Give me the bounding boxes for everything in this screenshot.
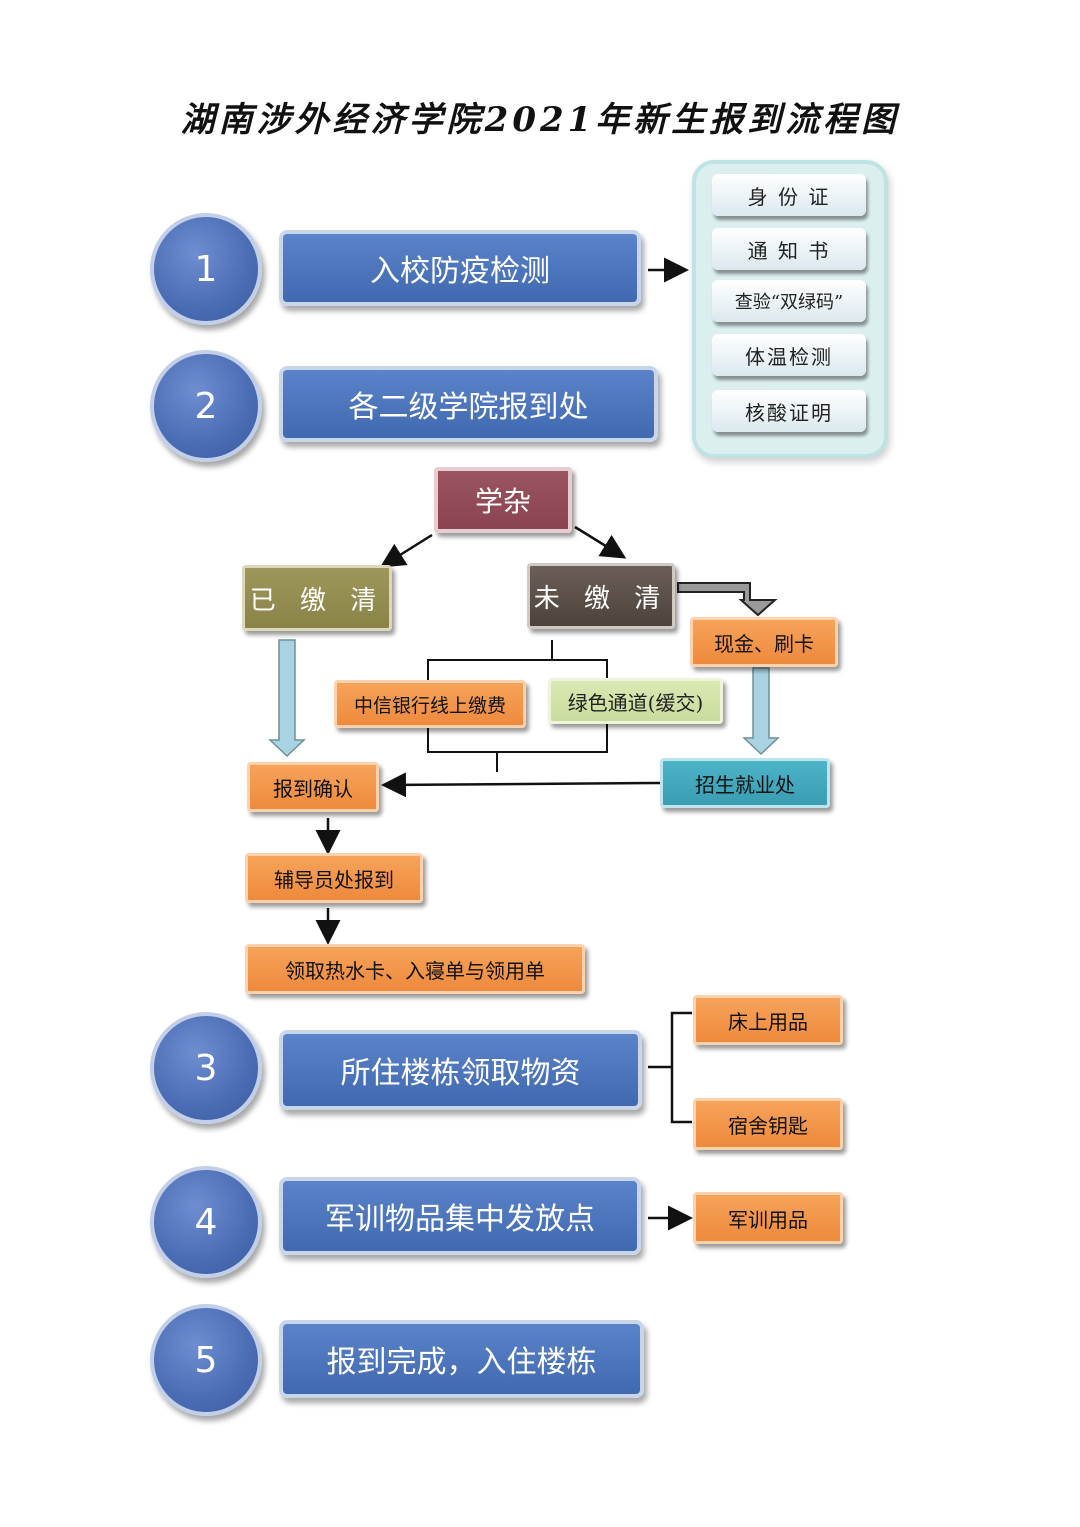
fees-cash-card-box: 现金、刷卡 <box>690 617 838 667</box>
arrow-office-confirm <box>381 772 661 798</box>
step-2-number: 2 <box>150 350 262 462</box>
dorm-keys-box: 宿舍钥匙 <box>693 1098 843 1150</box>
doc-id-card: 身 份 证 <box>712 174 866 216</box>
hollow-arrow-cash <box>742 667 780 756</box>
page-title: 湖南涉外经济学院2021年新生报到流程图 <box>180 100 900 140</box>
bedding-box: 床上用品 <box>693 995 843 1045</box>
doc-temperature-check: 体温检测 <box>712 334 866 376</box>
step-5-number: 5 <box>150 1304 262 1416</box>
step-3-box: 所住楼栋领取物资 <box>279 1030 642 1110</box>
step-3-number: 3 <box>150 1012 262 1124</box>
step-4-number: 4 <box>150 1166 262 1278</box>
doc-admission-letter: 通 知 书 <box>712 228 866 270</box>
hollow-arrow-paid <box>268 639 306 758</box>
bent-arrow-unpaid-cash <box>677 582 778 617</box>
registration-confirm-box: 报到确认 <box>247 762 379 812</box>
step-2-box: 各二级学院报到处 <box>279 366 658 442</box>
admissions-office-box: 招生就业处 <box>660 758 830 808</box>
arrow-root-paid <box>379 533 433 568</box>
fees-citic-online-box: 中信银行线上缴费 <box>334 680 526 728</box>
counselor-registration-box: 辅导员处报到 <box>245 853 423 903</box>
military-supplies-box: 军训用品 <box>693 1192 843 1244</box>
step-4-box: 军训物品集中发放点 <box>279 1177 641 1255</box>
bracket-step3 <box>670 1011 692 1124</box>
bracket-payment-options <box>427 640 608 753</box>
fees-root-box: 学杂 <box>434 467 572 533</box>
step-5-box: 报到完成，入住楼栋 <box>279 1320 644 1398</box>
fees-paid-box: 已 缴 清 <box>242 565 392 631</box>
fees-green-channel-box: 绿色通道(缓交) <box>548 678 723 724</box>
arrow-root-unpaid <box>574 525 627 559</box>
doc-nucleic-acid-proof: 核酸证明 <box>712 390 866 432</box>
collect-cards-box: 领取热水卡、入寝单与领用单 <box>245 944 585 994</box>
step-1-number: 1 <box>150 213 262 325</box>
doc-double-green-code: 查验“双绿码” <box>712 280 866 322</box>
step-1-box: 入校防疫检测 <box>279 230 641 306</box>
fees-unpaid-box: 未 缴 清 <box>527 563 675 629</box>
